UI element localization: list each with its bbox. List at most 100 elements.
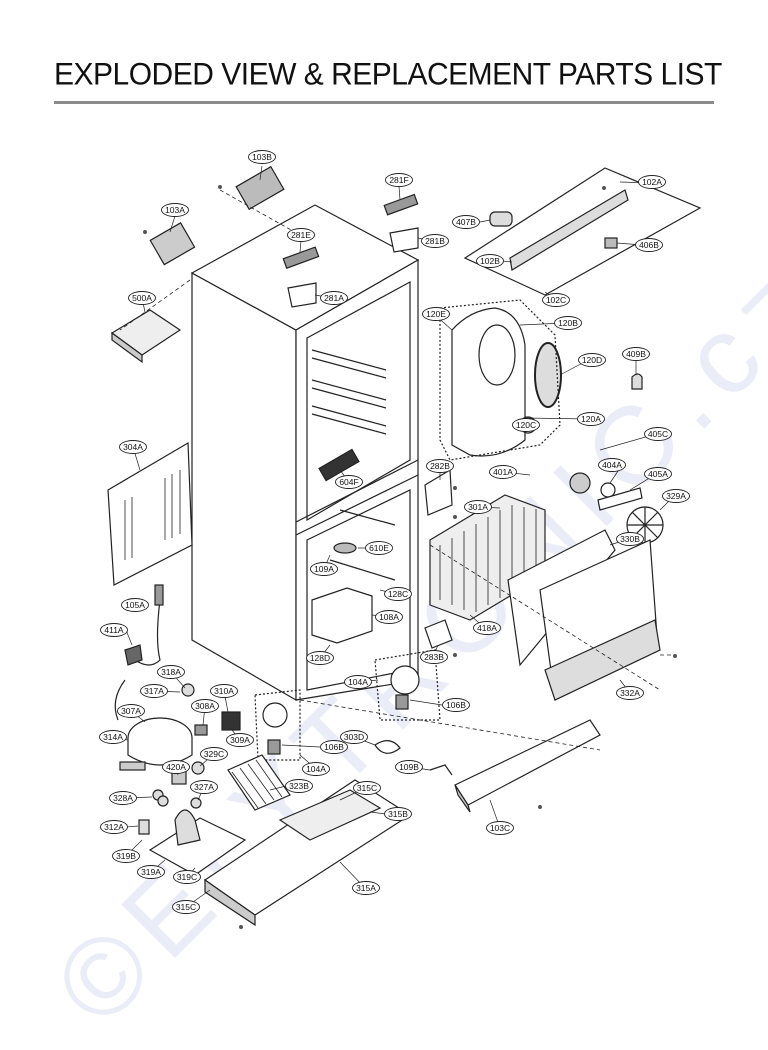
callout-label: 317A	[144, 686, 164, 696]
callout-304a: 304A	[119, 440, 147, 454]
callout-oval	[577, 412, 605, 426]
callout-281f: 281F	[385, 173, 413, 187]
callout-label: 411A	[104, 625, 124, 635]
callout-oval	[320, 291, 348, 305]
callout-label: 329A	[666, 491, 686, 501]
callout-oval	[119, 440, 147, 454]
callout-120e: 120E	[422, 307, 450, 321]
callout-500a: 500A	[128, 291, 156, 305]
title-rule	[54, 101, 714, 104]
callout-oval	[442, 698, 470, 712]
callout-404a: 404A	[598, 458, 626, 472]
callout-label: 106B	[324, 742, 344, 752]
callout-label: 120E	[426, 309, 446, 319]
callout-label: 120C	[516, 420, 536, 430]
callout-label: 281B	[425, 236, 445, 246]
callout-label: 309A	[230, 735, 250, 745]
callout-327a: 327A	[190, 780, 218, 794]
callout-label: 323B	[289, 781, 309, 791]
callout-label: 327A	[194, 782, 214, 792]
callout-label: 310A	[214, 686, 234, 696]
page-title: EXPLODED VIEW & REPLACEMENT PARTS LIST	[54, 57, 722, 92]
callout-label: 104A	[306, 764, 326, 774]
callout-315b: 315B	[384, 807, 412, 821]
callout-label: 104A	[348, 677, 368, 687]
callout-oval	[121, 598, 149, 612]
callout-label: 281E	[291, 230, 311, 240]
callout-oval	[117, 704, 145, 718]
callout-oval	[375, 610, 403, 624]
callout-309a: 309A	[226, 733, 254, 747]
callout-oval	[172, 900, 200, 914]
callout-oval	[128, 291, 156, 305]
lamp-cover	[318, 448, 360, 482]
callout-106b: 106B	[320, 740, 348, 754]
callout-418a: 418A	[473, 621, 501, 635]
callout-282b: 282B	[426, 459, 454, 473]
callout-330b: 330B	[616, 532, 644, 546]
callout-label: 109A	[314, 564, 334, 574]
callout-oval	[112, 849, 140, 863]
callout-label: 308A	[195, 701, 215, 711]
callout-oval	[486, 821, 514, 835]
callout-label: 105A	[125, 600, 145, 610]
callout-317a: 317A	[140, 684, 168, 698]
callout-oval	[287, 228, 315, 242]
callout-oval	[452, 215, 480, 229]
callout-oval	[157, 665, 185, 679]
callout-332a: 332A	[616, 686, 644, 700]
callout-label: 301A	[468, 502, 488, 512]
callout-label: 406B	[639, 240, 659, 250]
callout-103c: 103C	[486, 821, 514, 835]
callout-oval	[384, 807, 412, 821]
callout-label: 319B	[116, 851, 136, 861]
callout-oval	[644, 427, 672, 441]
callout-oval	[109, 791, 137, 805]
callout-120c: 120C	[512, 418, 540, 432]
callout-oval	[352, 881, 380, 895]
callout-label: 319C	[177, 872, 197, 882]
callout-oval	[421, 234, 449, 248]
callout-405a: 405A	[644, 467, 672, 481]
callout-oval	[385, 173, 413, 187]
callout-label: 103A	[165, 205, 185, 215]
callout-319b: 319B	[112, 849, 140, 863]
callout-label: 106B	[446, 700, 466, 710]
callout-oval	[226, 733, 254, 747]
callout-oval	[344, 675, 372, 689]
callout-104a: 104A	[344, 675, 372, 689]
callout-109b: 109B	[395, 760, 423, 774]
callout-oval	[100, 623, 128, 637]
callout-oval	[489, 465, 517, 479]
callout-oval	[635, 238, 663, 252]
callout-oval	[638, 175, 666, 189]
callout-oval	[335, 475, 363, 489]
callout-oval	[190, 780, 218, 794]
callout-315a: 315A	[352, 881, 380, 895]
callout-label: 404A	[602, 460, 622, 470]
callout-label: 604F	[339, 477, 358, 487]
callout-303d: 303D	[340, 730, 368, 744]
callout-281b: 281B	[421, 234, 449, 248]
callout-label: 312A	[104, 822, 124, 832]
callout-328a: 328A	[109, 791, 137, 805]
callout-oval	[616, 686, 644, 700]
callout-oval	[248, 150, 276, 164]
callout-label: 128D	[310, 653, 330, 663]
callout-109a: 109A	[310, 562, 338, 576]
callout-label: 103B	[252, 152, 272, 162]
callout-label: 120B	[558, 318, 578, 328]
callout-128d: 128D	[306, 651, 334, 665]
callout-label: 420A	[166, 762, 186, 772]
callout-oval	[100, 820, 128, 834]
callout-label: 281F	[389, 175, 408, 185]
callout-104a: 104A	[302, 762, 330, 776]
callout-oval	[644, 467, 672, 481]
callout-oval	[384, 587, 412, 601]
callout-409b: 409B	[622, 347, 650, 361]
callout-281a: 281A	[320, 291, 348, 305]
callout-420a: 420A	[162, 760, 190, 774]
callout-label: 315C	[357, 783, 377, 793]
callout-102a: 102A	[638, 175, 666, 189]
callout-label: 102B	[480, 256, 500, 266]
